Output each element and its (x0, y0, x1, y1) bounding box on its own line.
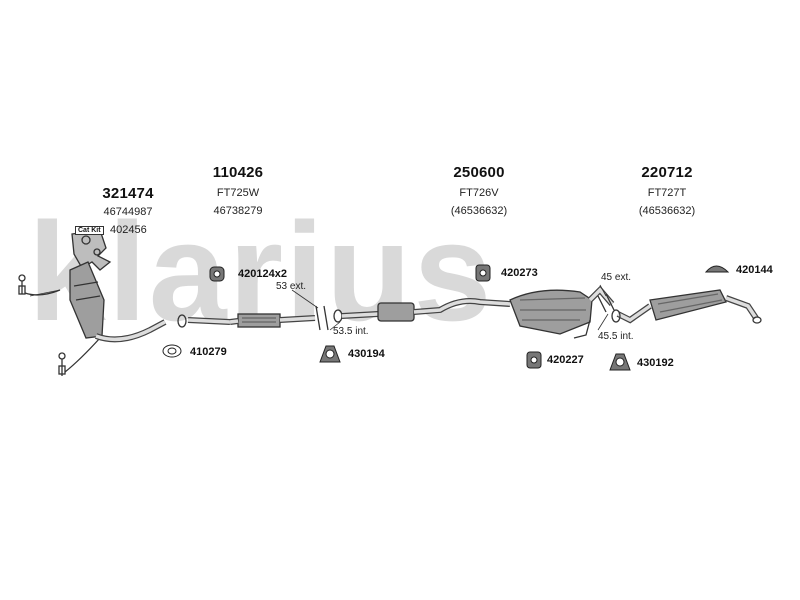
fitting-label: 430194 (348, 348, 385, 360)
fitting-label: 420124x2 (238, 268, 287, 280)
dimension-label: 53 ext. (276, 281, 307, 292)
fitting-label: 430192 (637, 357, 674, 369)
oe-reference: FT727T (647, 187, 687, 199)
catalytic-manifold-part (69, 229, 167, 343)
rubber-mount-icon (704, 265, 730, 273)
lambda-sensor-upper-icon (18, 274, 61, 296)
oe-reference: FT725W (216, 187, 260, 199)
part-number-321474: 321474 (102, 185, 154, 202)
oe-reference: FT726V (459, 187, 499, 199)
part-number-250600: 250600 (453, 164, 505, 181)
front-pipe-part (177, 305, 329, 331)
dimension-label: 53.5 int. (333, 326, 369, 337)
fitting-label: 420227 (547, 354, 584, 366)
lambda-sensor-lower-icon (58, 337, 101, 376)
fitting-label: 420273 (501, 267, 538, 279)
oe-reference: (46536632) (450, 205, 508, 217)
fitting-label: 410279 (190, 346, 227, 358)
rubber-hanger-icon (526, 351, 542, 369)
oe-reference: (46536632) (638, 205, 696, 217)
rubber-hanger-icon (209, 266, 225, 282)
cat-kit-code: 402456 (110, 224, 147, 236)
cat-kit-badge: Cat Kit (75, 226, 104, 235)
dimension-label: 45.5 int. (598, 331, 634, 342)
centre-silencer-part (333, 285, 615, 339)
oe-reference: 46738279 (213, 205, 263, 217)
clamp-icon (609, 353, 631, 371)
part-number-220712: 220712 (641, 164, 693, 181)
dimension-label: 45 ext. (601, 272, 632, 283)
part-number-110426: 110426 (212, 164, 264, 181)
oe-reference: 46744987 (103, 206, 153, 218)
clamp-icon (319, 345, 341, 363)
rubber-hanger-icon (475, 264, 491, 282)
gasket-ring-icon (162, 344, 182, 358)
fitting-label: 420144 (736, 264, 773, 276)
rear-silencer-part (611, 289, 762, 324)
